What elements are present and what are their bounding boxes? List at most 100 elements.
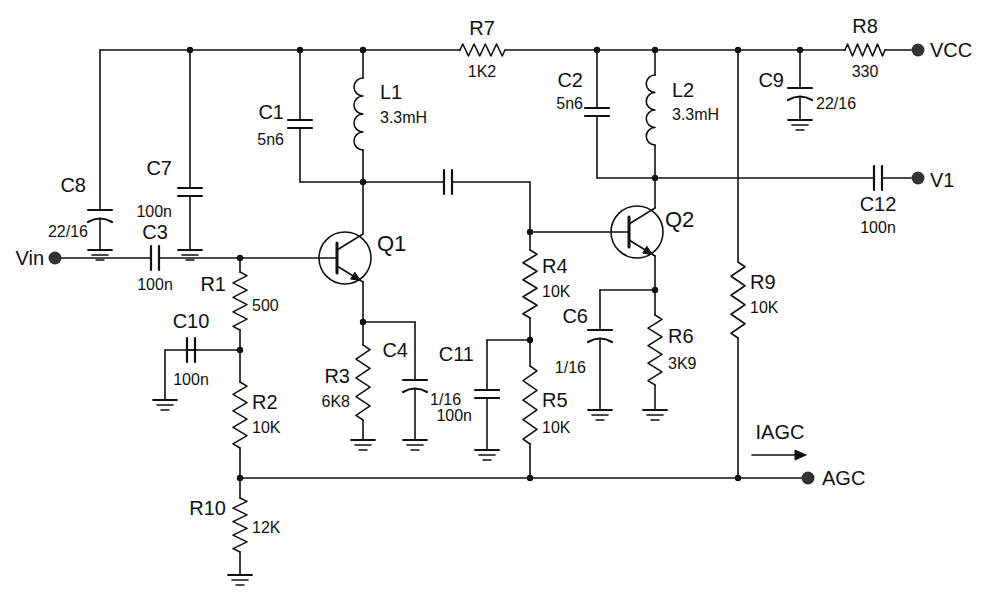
ground-symbol	[792, 124, 808, 126]
wire	[737, 338, 739, 478]
ground-symbol	[351, 439, 375, 441]
ground-symbol	[161, 409, 169, 410]
resistor-symbol	[523, 250, 537, 318]
component-label: 1K2	[468, 64, 496, 80]
terminal	[49, 252, 62, 265]
capacitor-symbol	[588, 329, 612, 331]
ground-symbol	[643, 409, 667, 411]
wire	[362, 182, 364, 234]
component-label: C12	[860, 194, 897, 214]
wire	[164, 350, 166, 400]
ground-symbol	[232, 579, 248, 581]
wire	[654, 50, 656, 75]
wire	[885, 49, 911, 51]
wire	[599, 290, 601, 330]
component-label: 10K	[252, 420, 280, 436]
capacitor-symbol	[475, 389, 499, 391]
component-label: 6K8	[322, 394, 350, 410]
component-label: 22/16	[48, 224, 88, 240]
component-label: V1	[930, 170, 954, 190]
component-label: 5n6	[556, 96, 583, 112]
ground-symbol	[407, 444, 423, 446]
wire	[299, 50, 301, 120]
component-label: C11	[439, 344, 474, 364]
wire	[486, 340, 488, 390]
wire	[362, 50, 364, 78]
capacitor-symbol	[88, 209, 112, 211]
capacitor-symbol	[150, 246, 152, 270]
transistor-symbol	[629, 240, 655, 256]
component-label: 500	[252, 298, 279, 314]
component-label: 100n	[136, 204, 172, 220]
component-label: 3.3mH	[380, 110, 427, 126]
resistor-symbol	[460, 44, 505, 56]
wire	[654, 256, 656, 290]
component-label: C3	[142, 222, 168, 242]
capacitor-symbol	[288, 119, 312, 121]
component-label: C10	[173, 311, 210, 331]
resistor-symbol	[731, 262, 745, 338]
wire	[239, 478, 241, 498]
ground-symbol	[788, 119, 812, 121]
wire	[737, 50, 739, 262]
wire	[487, 339, 530, 341]
wire	[363, 181, 444, 183]
component-label: R6	[668, 326, 694, 346]
wire	[529, 318, 531, 340]
wire	[99, 50, 101, 210]
ground-symbol	[96, 259, 104, 260]
ground-symbol	[228, 574, 252, 576]
transistor-symbol	[629, 208, 655, 224]
wire	[299, 128, 301, 182]
wire	[362, 322, 364, 345]
wire	[414, 389, 416, 441]
wire	[882, 177, 911, 179]
component-label: R7	[469, 18, 495, 38]
wire	[799, 97, 801, 121]
component-label: L1	[380, 82, 402, 102]
terminal	[912, 44, 925, 57]
wire	[362, 282, 364, 322]
wire	[530, 231, 629, 233]
component-label: Q2	[665, 209, 694, 231]
wire	[300, 181, 363, 183]
component-label: C6	[562, 306, 588, 326]
resistor-symbol	[233, 498, 247, 552]
ground-symbol	[483, 459, 491, 460]
component-label: R3	[324, 366, 350, 386]
wire	[362, 150, 364, 182]
wire	[189, 50, 191, 188]
wire	[596, 116, 598, 178]
resistor-symbol	[845, 44, 885, 56]
wire	[597, 177, 655, 179]
component-label: 5n6	[257, 132, 284, 148]
component-label: 100n	[436, 408, 472, 424]
capacitor-symbol	[585, 107, 609, 109]
component-label: 1/16	[430, 392, 461, 408]
wire	[363, 321, 415, 323]
ground-symbol	[479, 454, 495, 456]
component-label: VCC	[930, 40, 972, 60]
wire	[159, 257, 337, 259]
component-label: C1	[258, 102, 284, 122]
component-label: 330	[852, 64, 879, 80]
component-label: IAGC	[756, 422, 805, 442]
wire	[529, 182, 531, 232]
ground-symbol	[359, 449, 367, 450]
capacitor-symbol	[788, 87, 812, 89]
wire	[654, 145, 656, 178]
component-label: C8	[60, 175, 86, 195]
component-label: 10K	[750, 300, 778, 316]
component-label: 100n	[860, 220, 896, 236]
component-label: 10K	[542, 420, 570, 436]
ground-symbol	[475, 449, 499, 451]
wire	[654, 178, 656, 208]
ground-symbol	[92, 254, 108, 256]
ground-symbol	[88, 249, 112, 251]
wire	[529, 340, 531, 366]
ground-symbol	[236, 584, 244, 585]
capacitor-symbol	[873, 166, 875, 190]
resistor-symbol	[356, 345, 370, 420]
wire	[414, 322, 416, 380]
